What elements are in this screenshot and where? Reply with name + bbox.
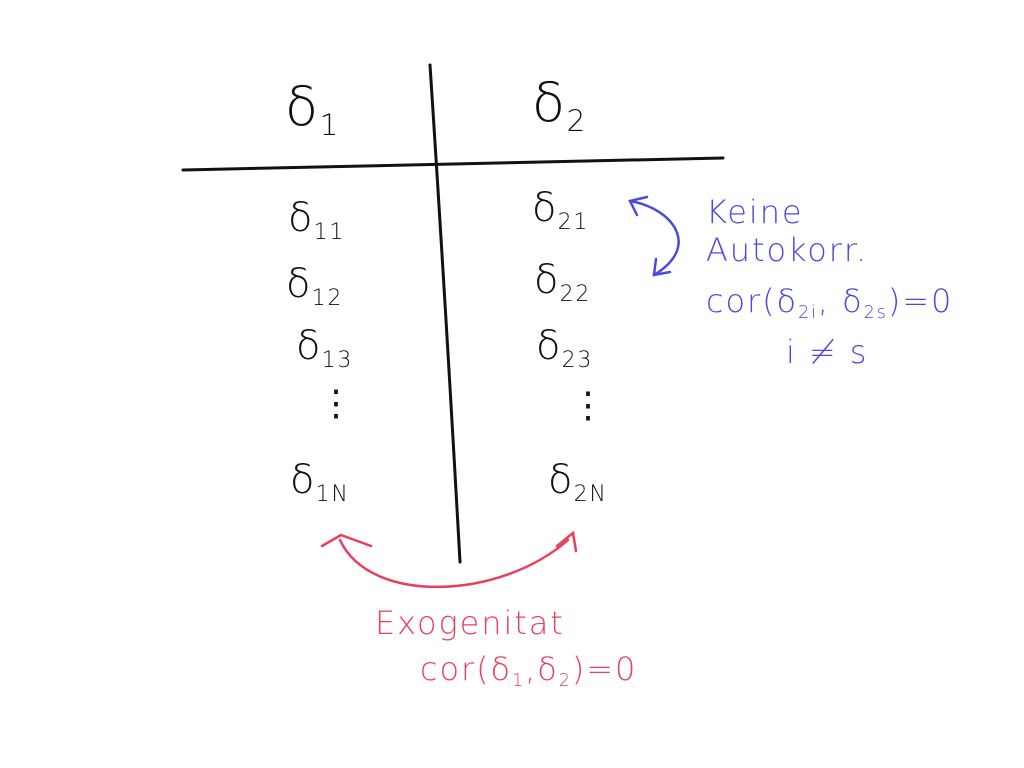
formula-symbol-b: δ [842,282,864,320]
formula-suffix: )=0 [571,650,638,688]
header-delta-2: δ2 [532,76,588,137]
blue-arrow-curve [628,199,680,277]
column2-entry: δ22 [534,257,591,305]
formula-prefix: cor( [706,282,777,320]
entry-symbol: δ [286,261,311,307]
table-vertical-line [428,63,462,564]
column2-entry: δ21 [532,185,589,233]
entry-subscript: 12 [311,285,344,311]
blue-note-condition: i ≠ s [786,333,869,371]
formula-symbol-a: δ [776,282,798,320]
blue-note-line1: Keine [706,193,804,231]
column2-ellipsis: ⋮ [570,388,607,424]
red-note-formula: cor(δ1,δ2)=0 [420,650,638,690]
entry-subscript: 2N [573,481,608,507]
blue-note-formula: cor(δ2i, δ2s)=0 [706,282,954,322]
red-note-line1: Exogenitat [375,604,565,642]
formula-symbol-b: δ [537,650,559,688]
column1-entry: δ11 [288,195,345,243]
red-arrowhead-right [555,530,578,553]
header-symbol: δ [285,75,319,138]
formula-subscript-b: 2 [558,671,572,692]
entry-symbol: δ [296,323,321,369]
header-delta-1: δ1 [285,80,341,141]
column1-ellipsis: ⋮ [318,386,355,422]
table-horizontal-line [181,156,725,172]
entry-subscript: 23 [561,347,594,373]
entry-symbol: δ [536,323,561,369]
blue-double-arrow [628,195,680,277]
red-double-arrow [320,530,578,589]
red-arrowhead-left [320,533,373,548]
formula-separator: , [525,650,538,688]
entry-symbol: δ [290,457,315,503]
blue-arrowhead-bottom [652,257,672,277]
vertical-dots: ⋮ [570,385,606,426]
column2-entry: δ23 [536,323,593,371]
vertical-dots: ⋮ [318,383,354,424]
formula-symbol-a: δ [490,650,512,688]
header-subscript: 1 [319,108,341,144]
blue-note-line2: Autokorr. [706,231,869,269]
formula-prefix: cor( [420,650,491,688]
column1-entry: δ13 [296,323,353,371]
formula-subscript-b: 2s [863,303,888,324]
entry-subscript: 13 [321,347,354,373]
header-subscript: 2 [566,104,588,140]
entry-subscript: 11 [313,219,346,245]
entry-subscript: 21 [557,209,590,235]
column1-entry: δ1N [290,457,350,505]
column1-entry: δ12 [286,261,343,309]
red-arrow-curve [338,538,570,589]
column2-entry: δ2N [548,457,608,505]
formula-suffix: )=0 [887,282,954,320]
entry-symbol: δ [534,257,559,303]
formula-subscript-a: 1 [512,671,526,692]
blue-arrowhead-top [628,195,649,217]
formula-subscript-a: 2i [798,303,818,324]
entry-symbol: δ [548,457,573,503]
formula-separator: , [817,282,843,320]
entry-subscript: 1N [315,481,350,507]
header-symbol: δ [532,71,566,134]
entry-symbol: δ [288,195,313,241]
entry-subscript: 22 [559,281,592,307]
entry-symbol: δ [532,185,557,231]
